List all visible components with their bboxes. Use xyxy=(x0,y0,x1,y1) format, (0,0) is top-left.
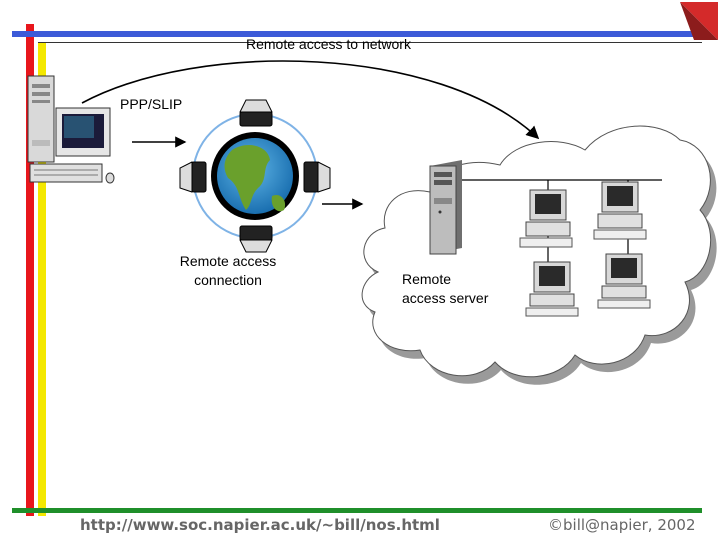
footer-url[interactable]: http://www.soc.napier.ac.uk/~bill/nos.ht… xyxy=(80,516,440,534)
left-yellow-bar xyxy=(38,42,46,516)
workstation-icon xyxy=(597,253,651,309)
diagram-title: Remote access to network xyxy=(246,36,411,52)
left-red-bar xyxy=(26,24,34,516)
protocol-label: PPP/SLIP xyxy=(120,96,183,112)
top-thin-line xyxy=(38,42,702,43)
remote-pc-icon xyxy=(27,75,115,184)
top-blue-bar xyxy=(12,31,702,37)
connection-label: Remote access connection xyxy=(179,253,277,288)
globe-icon xyxy=(192,113,318,239)
workstation-icon xyxy=(593,181,647,240)
remote-access-arc xyxy=(81,60,540,140)
workstation-icon xyxy=(519,189,573,248)
footer-copyright: ©bill@napier, 2002 xyxy=(548,516,696,534)
cloud-icon xyxy=(361,125,717,385)
workstation-icon xyxy=(525,261,579,317)
bottom-green-bar xyxy=(12,508,702,513)
server-label: Remote access server xyxy=(402,271,489,306)
corner-triangle-icon xyxy=(680,2,718,40)
server-tower-icon xyxy=(429,160,462,255)
modem-icon xyxy=(179,99,331,253)
